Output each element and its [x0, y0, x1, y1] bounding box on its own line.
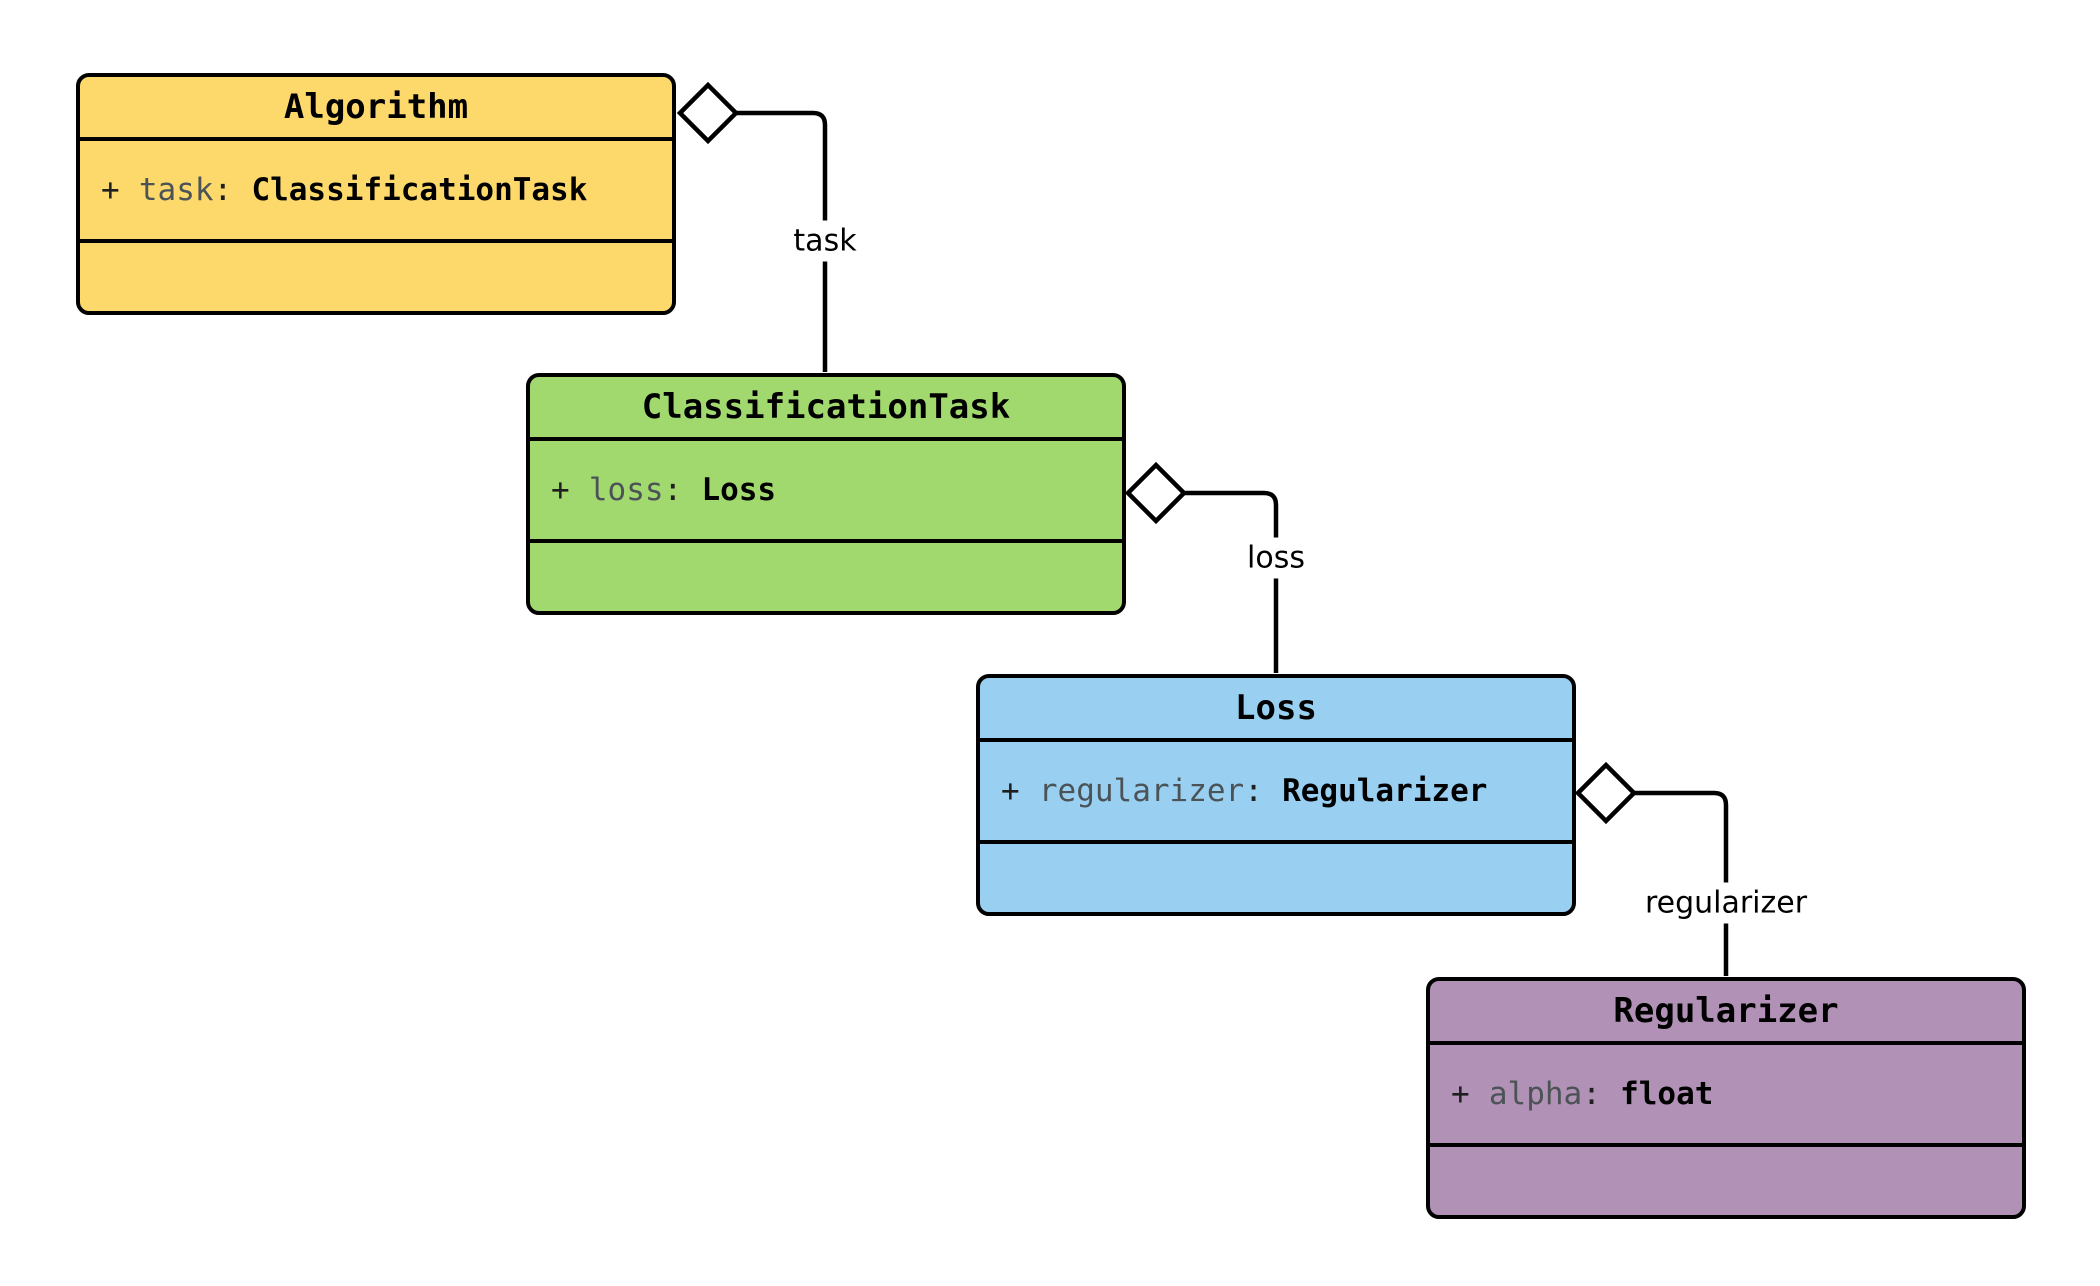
class-title: Loss: [980, 678, 1572, 742]
class-methods-empty: [530, 543, 1122, 611]
attribute-name: alpha: [1488, 1076, 1583, 1112]
attribute-separator: :: [213, 172, 233, 208]
attribute-type: Loss: [701, 472, 777, 508]
attribute-name: loss: [588, 472, 664, 508]
class-attribute-row: + regularizer: Regularizer: [980, 742, 1572, 844]
attribute-visibility: +: [1001, 773, 1020, 809]
edge-label-task: task: [786, 220, 864, 262]
class-box-classification-task: ClassificationTask + loss: Loss: [526, 373, 1126, 615]
class-title: Algorithm: [80, 77, 672, 141]
class-title: Regularizer: [1430, 981, 2022, 1045]
attribute-separator: :: [1244, 773, 1263, 809]
attribute-visibility: +: [1451, 1076, 1470, 1112]
attribute-name: regularizer: [1038, 773, 1245, 809]
attribute-name: task: [138, 172, 214, 208]
attribute-separator: :: [1582, 1076, 1601, 1112]
attribute-separator: :: [663, 472, 683, 508]
class-title: ClassificationTask: [530, 377, 1122, 441]
aggregation-diamond-task-icon: [676, 81, 740, 145]
aggregation-diamond-loss-icon: [1124, 461, 1188, 525]
aggregation-diamond-regularizer-icon: [1574, 761, 1638, 825]
class-box-loss: Loss + regularizer: Regularizer: [976, 674, 1576, 916]
class-box-algorithm: Algorithm + task: ClassificationTask: [76, 73, 676, 315]
class-methods-empty: [1430, 1147, 2022, 1215]
class-attribute-row: + task: ClassificationTask: [80, 141, 672, 243]
attribute-visibility: +: [551, 472, 570, 508]
edge-regularizer-line: [1634, 790, 1729, 976]
class-box-regularizer: Regularizer + alpha: float: [1426, 977, 2026, 1219]
edge-loss-line: [1184, 490, 1279, 673]
class-attribute-row: + alpha: float: [1430, 1045, 2022, 1147]
class-attribute-row: + loss: Loss: [530, 441, 1122, 543]
edge-task-line: [736, 110, 828, 372]
attribute-visibility: +: [101, 172, 120, 208]
attribute-type: Regularizer: [1282, 773, 1488, 809]
attribute-type: ClassificationTask: [251, 172, 588, 208]
attribute-type: float: [1620, 1076, 1714, 1112]
edge-label-regularizer: regularizer: [1637, 882, 1815, 924]
edge-label-loss: loss: [1240, 537, 1312, 579]
class-methods-empty: [980, 844, 1572, 912]
class-methods-empty: [80, 243, 672, 311]
